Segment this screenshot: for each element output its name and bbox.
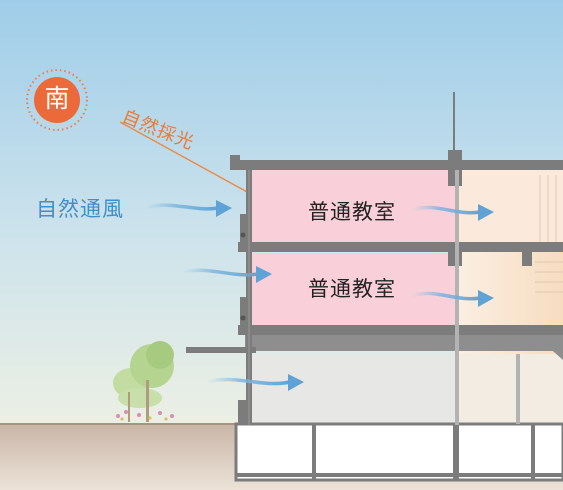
ground-floor	[250, 354, 458, 424]
sunlight-ray	[119, 121, 259, 199]
flower-bed	[116, 410, 174, 418]
room-label-lower: 普通教室	[308, 277, 396, 301]
wind-arrow-icon	[144, 203, 482, 386]
room-label-upper: 普通教室	[308, 200, 396, 224]
tree-icon	[113, 341, 174, 422]
wind-arrow-heads	[216, 200, 494, 391]
sun-icon	[26, 69, 88, 131]
basement	[234, 422, 563, 482]
classroom-lower	[250, 253, 458, 325]
staircase	[535, 175, 563, 293]
natural-ventilation-label: 自然通風	[36, 197, 124, 221]
south-label: 南	[44, 84, 70, 113]
